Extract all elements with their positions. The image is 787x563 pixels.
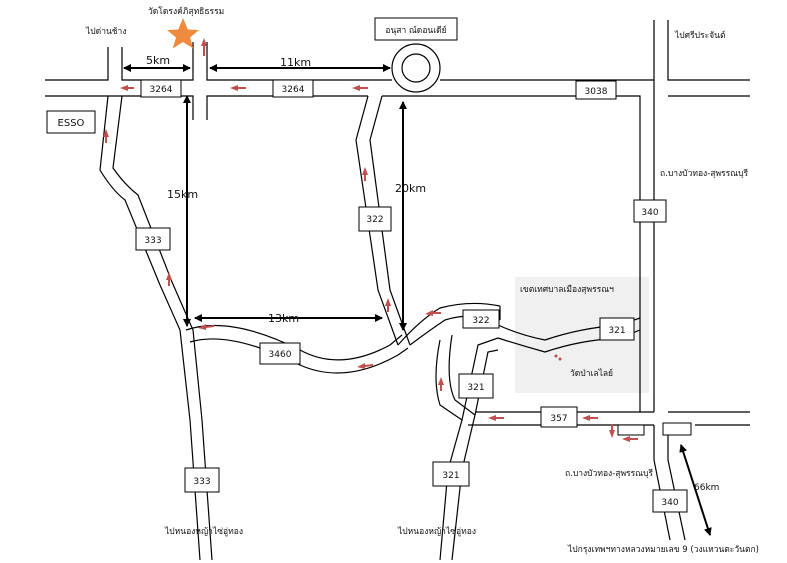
road-label: 322 [366,215,383,225]
road-label: 322 [472,316,489,326]
distance-label: 5km [146,54,170,67]
place-label: ถ.บางบัวทอง-สุพรรณบุรี [565,468,653,479]
road-label: 357 [550,414,567,424]
roundabout [391,43,441,93]
star-icon [167,18,199,49]
esso-label: ESSO [58,118,85,129]
road-label: 3264 [282,85,305,95]
place-label: ไปศรีประจันต์ [674,30,725,41]
road-label: 333 [193,477,210,487]
place-label: เขตเทศบาลเมืองสุพรรณฯ [520,284,614,295]
monument-label: อนุสา ณ์ดอนเดีย์ [385,25,446,36]
distance-label: 13km [268,312,299,325]
temple-label: วัดโดรงค์ภิสุทธิธรรม [148,6,224,17]
road-label: 321 [442,471,459,481]
place-label: วัดป่าเลไลย์ [570,368,613,379]
road-label: 333 [144,236,161,246]
road-label: 321 [467,383,484,393]
distance-lines [123,64,712,536]
distance-label: 66km [694,483,719,493]
road-321-south [435,334,476,561]
road-label: 3460 [269,350,292,360]
place-label: ถ.บางบัวทอง-สุพรรณบุรี [660,168,748,179]
place-label: ไปกรุงเทพฯทางหลวงหมายเลข 9 (วงแหวนตะวันต… [567,544,759,555]
place-label: ไปด่านช้าง [85,26,126,37]
distance-labels: 5km 11km 15km 20km 13km 66km [146,54,719,493]
road-boxes: 3264 3264 3038 340 322 333 322 321 3460 … [135,79,688,513]
distance-label: 15km [167,188,198,201]
road-lower-right [617,411,750,436]
place-labels: วัดโดรงค์ภิสุทธิธรรม ไปด่านช้าง ไปศรีประ… [85,6,759,555]
place-label: ไปหนองหญ้าไซ่อู่ทอง [397,526,476,537]
road-label: 340 [661,498,678,508]
road-label: 3264 [150,85,173,95]
esso-box [46,110,96,134]
distance-label: 11km [280,56,311,69]
road-label: 321 [608,326,625,336]
direction-arrows [103,38,638,442]
road-333 [99,95,213,561]
distance-label: 20km [395,182,426,195]
place-label: ไปหนองหญ้าไซ่อู่ทอง [164,526,243,537]
monument-box [374,17,458,41]
road-label: 340 [641,208,658,218]
road-label: 3038 [585,87,608,97]
